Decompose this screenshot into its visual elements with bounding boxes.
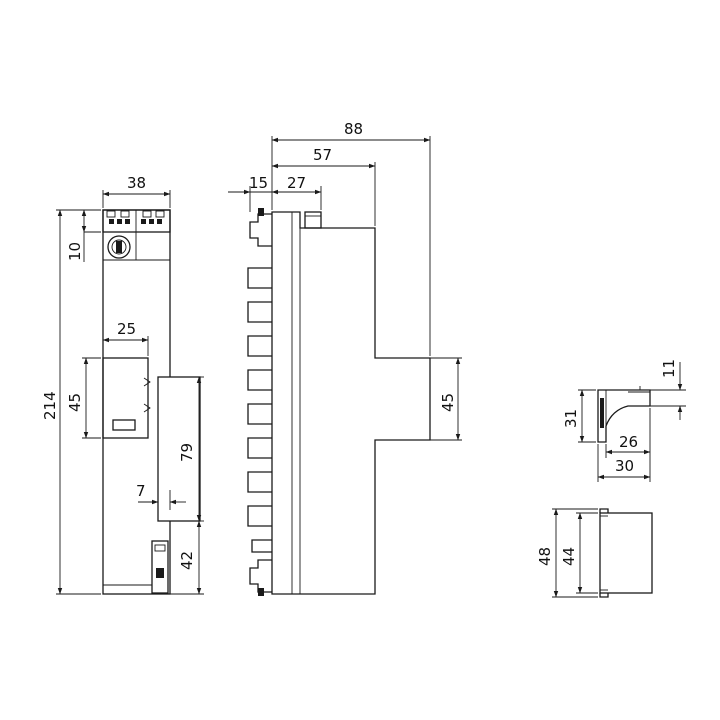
front-module [157,376,201,522]
selector-knob [107,235,131,259]
front-bottom-clip [103,540,169,594]
dim-cover-outer: 48 [536,547,554,566]
cover-view: 48 44 [536,508,653,598]
front-view: 38 214 10 25 45 79 7 42 [41,174,204,595]
dim-side-rail: 45 [439,393,457,412]
dim-cover-inner: 44 [560,547,578,566]
rail-hook-top [249,213,272,247]
dim-side-total: 88 [344,120,363,138]
side-profile [271,211,431,595]
dim-window-width: 25 [117,320,136,338]
terminal-screws [106,210,165,224]
dim-front-height: 214 [41,391,59,420]
dim-side-clip: 15 [249,174,268,192]
dim-clip-height: 11 [660,359,678,378]
dim-front-bottom: 42 [178,551,196,570]
window-label [112,419,136,431]
rail-hook-bottom [249,559,272,593]
dim-window-height: 45 [66,393,84,412]
dim-bracket-outer: 30 [615,457,634,475]
side-top-clip [304,211,322,229]
terminal-block [102,209,171,233]
dim-bracket-inner: 26 [619,433,638,451]
dim-bracket-height: 31 [562,409,580,428]
dim-side-top: 27 [287,174,306,192]
dim-side-mid: 57 [313,146,332,164]
front-window [102,357,149,439]
cooling-fins [247,267,272,553]
dim-module-height: 79 [178,443,196,462]
side-view: 88 57 15 27 45 [228,120,462,596]
dim-module-offset: 7 [136,482,146,500]
cover-lips [599,508,609,598]
dim-front-width: 38 [127,174,146,192]
bracket-view: 11 31 26 30 [562,359,686,482]
dim-front-top-offset: 10 [66,242,84,261]
cover-body [599,512,653,594]
